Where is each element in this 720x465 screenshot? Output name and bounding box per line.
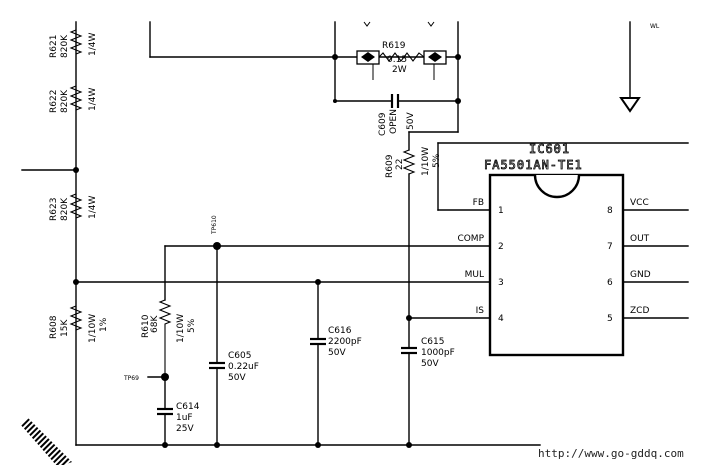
r608-tol: 1%	[99, 317, 109, 332]
pin-fb-name: FB	[473, 198, 484, 208]
ground-triangle-icon	[619, 97, 641, 113]
shunt-section: R619 0.15 2W C609 OPEN 50V	[149, 21, 461, 136]
pin-1-num: 1	[498, 206, 504, 216]
pin-7-num: 7	[607, 242, 613, 252]
chassis-hatch	[20, 418, 72, 465]
junction-dot	[455, 54, 461, 60]
r610-power: 1/10W	[176, 314, 186, 343]
pin-4-num: 4	[498, 314, 504, 324]
c614-value: 1uF	[176, 413, 193, 423]
c605-value: 0.22uF	[228, 362, 259, 372]
c616-value: 2200pF	[328, 337, 362, 347]
ic-part: FA5501AN-TE1	[484, 158, 583, 172]
resistor-r608-symbol	[69, 305, 83, 331]
pin-6-num: 6	[607, 278, 613, 288]
r623-ref: R623	[49, 198, 59, 221]
pin-vcc-name: VCC	[630, 198, 649, 208]
r608-value: 15K	[60, 319, 70, 337]
left-chain-labels: R621 820K 1/4W R622 820K 1/4W R623 820K …	[49, 33, 109, 343]
pin-mul-name: MUL	[465, 270, 484, 280]
tp610-label: TP610	[211, 215, 218, 235]
c605-voltage: 50V	[228, 373, 246, 383]
pin-zcd-name: ZCD	[630, 306, 649, 316]
c614-ref: C614	[176, 402, 200, 412]
junction-dot	[332, 54, 338, 60]
c615-value: 1000pF	[421, 348, 455, 358]
pin-gnd-name: GND	[630, 270, 651, 280]
c616-ref: C616	[328, 326, 352, 336]
c609-value: OPEN	[389, 109, 399, 134]
r608-ref: R608	[49, 315, 59, 339]
terminal-diamond-icon	[428, 52, 442, 62]
resistor-r623-symbol	[69, 193, 83, 219]
pin-8-num: 8	[607, 206, 613, 216]
resistor-r609-symbol	[402, 149, 416, 175]
c614-voltage: 25V	[176, 424, 194, 434]
r610-value: 68K	[150, 315, 160, 333]
resistor-r621-symbol	[69, 29, 83, 55]
r619-power: 2W	[392, 65, 407, 75]
pin-2-num: 2	[498, 242, 504, 252]
ic-ref: IC601	[529, 142, 570, 156]
ic601: IC601 FA5501AN-TE1 FB COMP MUL IS 1 2 3 …	[437, 142, 689, 357]
watermark-url: http://www.go-gddq.com	[538, 447, 684, 460]
c609-ref: C609	[378, 112, 388, 136]
c615-ref: C615	[421, 337, 444, 347]
pin-out-name: OUT	[630, 234, 650, 244]
arrow-mark-icon	[363, 21, 371, 27]
ic-notch	[533, 174, 581, 199]
tp69-label: TP69	[123, 375, 139, 382]
junction-dot	[73, 167, 79, 173]
r621-power: 1/4W	[88, 33, 98, 56]
r610-ref: R610	[141, 314, 151, 338]
r619-value: 0.15	[387, 55, 407, 65]
ic-body	[488, 173, 625, 357]
terminal-diamond-icon	[361, 52, 375, 62]
pin-5-num: 5	[607, 314, 613, 324]
r619-ref: R619	[382, 41, 406, 51]
c605-ref: C605	[228, 351, 251, 361]
r609-power: 1/10W	[421, 147, 431, 176]
r609-value: 22	[395, 159, 405, 170]
r622-value: 820K	[60, 89, 70, 113]
r608-power: 1/10W	[88, 314, 98, 343]
arrow-mark-icon	[427, 21, 435, 27]
r610-tol: 5%	[187, 318, 197, 333]
pin-comp-name: COMP	[457, 234, 484, 244]
resistor-r619-symbol	[378, 52, 425, 62]
r622-power: 1/4W	[88, 88, 98, 111]
resistor-r610-symbol	[158, 299, 172, 376]
pin-3-num: 3	[498, 278, 504, 288]
corner-label: WL	[650, 23, 660, 30]
r609-ref: R609	[385, 154, 395, 178]
c609-voltage: 50V	[406, 112, 416, 130]
r621-ref: R621	[49, 35, 59, 58]
r623-power: 1/4W	[88, 196, 98, 219]
r623-value: 820K	[60, 197, 70, 221]
r609-tol: 5%	[432, 153, 442, 168]
resistor-r622-symbol	[69, 85, 83, 111]
pin-is-name: IS	[476, 306, 485, 316]
left-resistor-chain	[21, 21, 83, 446]
c615-voltage: 50V	[421, 359, 439, 369]
r621-value: 820K	[60, 34, 70, 58]
c616-voltage: 50V	[328, 348, 346, 358]
r622-ref: R622	[49, 90, 59, 113]
